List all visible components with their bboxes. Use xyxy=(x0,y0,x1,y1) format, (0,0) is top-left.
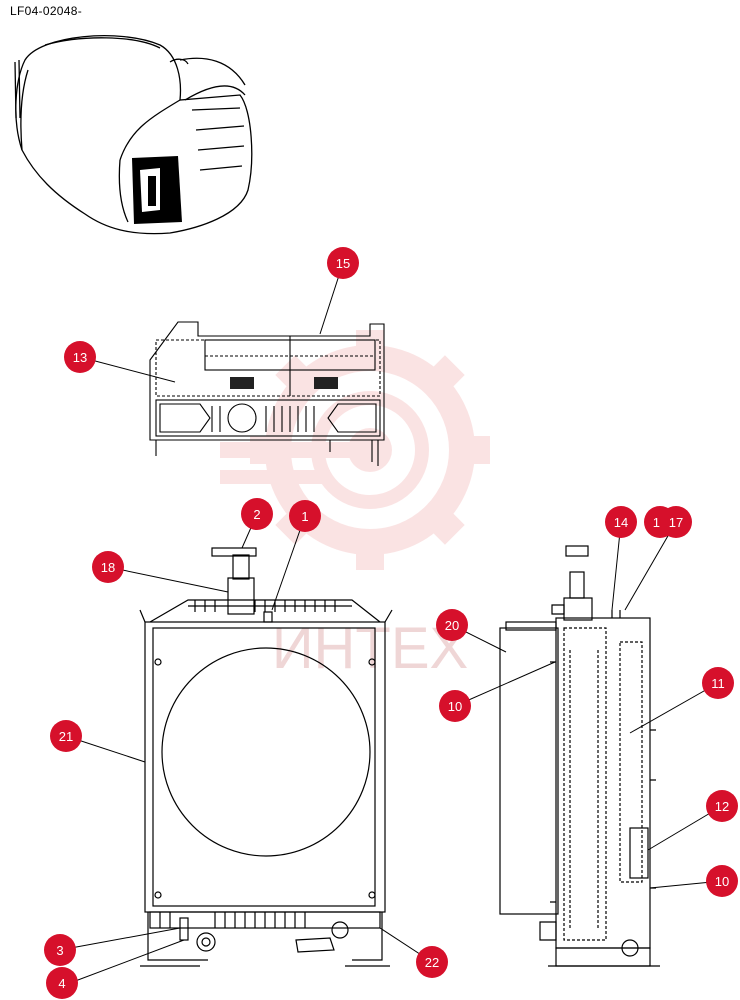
callout-22-label: 22 xyxy=(425,955,439,970)
callout-3[interactable]: 3 xyxy=(44,934,76,966)
callout-11-label: 11 xyxy=(711,676,725,691)
callout-13[interactable]: 13 xyxy=(64,341,96,373)
callout-4[interactable]: 4 xyxy=(46,967,78,999)
watermark-gear xyxy=(220,330,490,570)
callout-12-label: 12 xyxy=(715,799,729,814)
radiator-grille xyxy=(230,377,338,389)
callout-22[interactable]: 22 xyxy=(416,946,448,978)
radiator-top-view xyxy=(149,321,385,466)
callout-18[interactable]: 18 xyxy=(92,551,124,583)
callout-1-label: 1 xyxy=(301,509,308,524)
radiator-opening xyxy=(132,156,182,224)
callout-10-upper-label: 10 xyxy=(448,699,462,714)
callout-17[interactable]: 17 xyxy=(660,506,692,538)
callout-14[interactable]: 14 xyxy=(605,506,637,538)
callout-15[interactable]: 15 xyxy=(327,247,359,279)
watermark-text: ИНТЕХ xyxy=(272,616,468,681)
callout-21[interactable]: 21 xyxy=(50,720,82,752)
document-code: LF04-02048- xyxy=(10,4,83,18)
callout-2-label: 2 xyxy=(253,507,260,522)
callout-3-label: 3 xyxy=(56,943,63,958)
callout-18-label: 18 xyxy=(101,560,115,575)
callout-20-label: 20 xyxy=(445,618,459,633)
callout-10-lower-label: 10 xyxy=(715,874,729,889)
callout-12[interactable]: 12 xyxy=(706,790,738,822)
callout-10-upper[interactable]: 10 xyxy=(439,690,471,722)
callout-1[interactable]: 1 xyxy=(289,500,321,532)
machine-overview xyxy=(14,35,253,235)
callout-2[interactable]: 2 xyxy=(241,498,273,530)
callout-13-label: 13 xyxy=(73,350,87,365)
radiator-side-view xyxy=(499,545,660,967)
callout-21-label: 21 xyxy=(59,729,73,744)
callout-17-label: 17 xyxy=(669,515,683,530)
callout-14-label: 14 xyxy=(614,515,628,530)
callout-10-lower[interactable]: 10 xyxy=(706,865,738,897)
callout-15-label: 15 xyxy=(336,256,350,271)
callout-4-label: 4 xyxy=(58,976,65,991)
callout-20[interactable]: 20 xyxy=(436,609,468,641)
callout-11[interactable]: 11 xyxy=(702,667,734,699)
radiator-front-view xyxy=(139,547,393,967)
